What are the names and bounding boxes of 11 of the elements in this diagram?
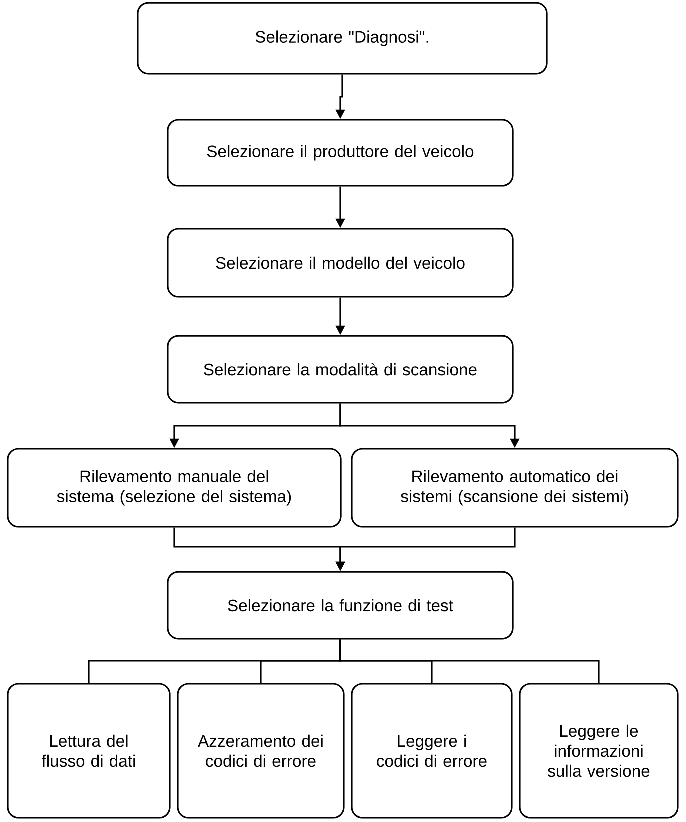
process-box: Lettura del flusso di dati (7, 683, 171, 819)
process-box: Selezionare la funzione di test (167, 571, 514, 640)
process-box: Rilevamento automatico dei sistemi (scansione dei sistemi) (351, 448, 679, 528)
process-box: Selezionare il modello del veicolo (167, 228, 514, 298)
process-box: Rilevamento manuale del sistema (selezione del sistema) (7, 448, 342, 528)
process-box: Leggere le informazioni sulla versione (519, 683, 679, 819)
process-box: Leggere i codici di errore (351, 683, 513, 819)
process-box: Selezionare il produttore del veicolo (167, 119, 514, 187)
process-box: Selezionare "Diagnosi". (137, 2, 548, 75)
process-box: Selezionare la modalità di scansione (167, 335, 514, 404)
process-box: Azzeramento dei codici di errore (177, 683, 345, 819)
